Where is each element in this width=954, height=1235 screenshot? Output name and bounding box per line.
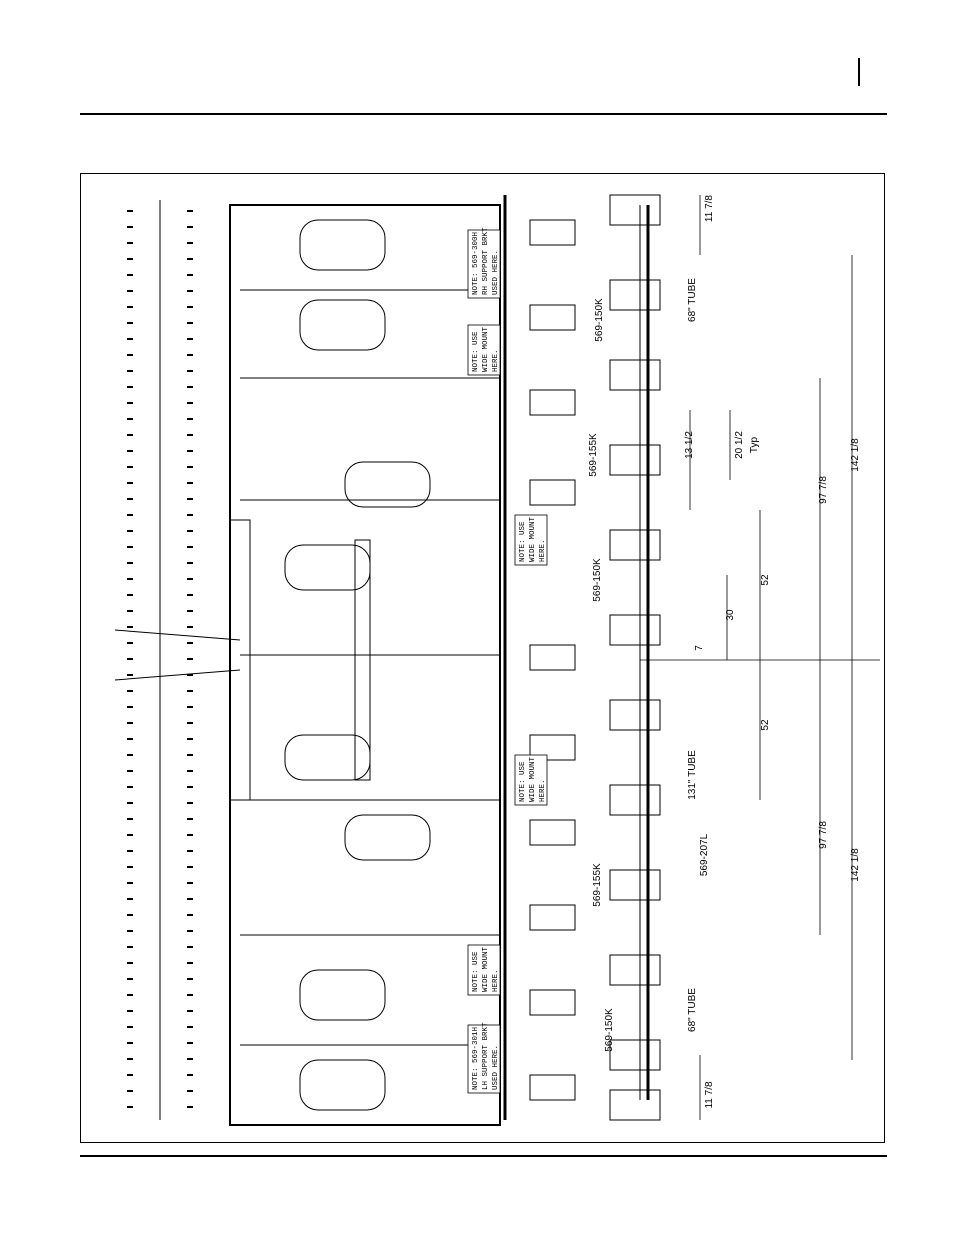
svg-text:NOTE: USE: NOTE: USE — [472, 331, 480, 372]
spring-10 — [529, 1074, 576, 1101]
tube-68-upper: 68" TUBE — [687, 278, 698, 322]
tire-3 — [344, 461, 431, 508]
part-callouts: 68" TUBE 131" TUBE 68" TUBE 569-150K 569… — [588, 278, 710, 1052]
part-569-207L: 569-207L — [699, 833, 710, 876]
svg-text:WIDE MOUNT: WIDE MOUNT — [482, 946, 490, 992]
svg-text:USED HERE.: USED HERE. — [492, 250, 500, 295]
tire-6 — [344, 814, 431, 861]
opener-4 — [609, 444, 661, 476]
opener-9 — [609, 869, 661, 901]
spring-4 — [529, 479, 576, 506]
dim-142-1-8-upper: 142 1/8 — [850, 438, 861, 472]
dim-13-1-2: 13 1/2 — [684, 431, 695, 459]
svg-text:NOTE: 569-300H: NOTE: 569-300H — [472, 232, 480, 295]
svg-text:NOTE: USE: NOTE: USE — [519, 521, 527, 562]
svg-text:NOTE: USE: NOTE: USE — [472, 951, 480, 992]
opener-5 — [609, 529, 661, 561]
svg-text:NOTE: USE: NOTE: USE — [519, 761, 527, 802]
dim-52-upper: 52 — [760, 574, 771, 586]
svg-text:WIDE MOUNT: WIDE MOUNT — [529, 756, 537, 802]
tire-8 — [299, 1059, 386, 1111]
spring-1 — [529, 219, 576, 246]
svg-text:USED HERE.: USED HERE. — [492, 1045, 500, 1090]
note-lh-support-brkt: NOTE: 569-301H LH SUPPORT BRKT USED HERE… — [467, 1022, 501, 1094]
svg-text:LH SUPPORT BRKT: LH SUPPORT BRKT — [482, 1022, 490, 1090]
note-wide-mount-2: NOTE: USE WIDE MOUNT HERE. — [514, 514, 548, 566]
tire-7 — [299, 969, 386, 1021]
part-569-155K-b: 569-155K — [592, 863, 603, 907]
hitch-line-2 — [114, 669, 241, 681]
svg-text:RH SUPPORT BRKT: RH SUPPORT BRKT — [482, 227, 490, 295]
dim-11-7-8-bottom: 11 7/8 — [704, 1081, 715, 1108]
header-rule — [80, 113, 887, 115]
svg-text:WIDE MOUNT: WIDE MOUNT — [529, 516, 537, 562]
opener-7 — [609, 699, 661, 731]
spring-6 — [529, 734, 576, 761]
drawing-notes: NOTE: 569-300H RH SUPPORT BRKT USED HERE… — [467, 227, 548, 1094]
part-569-155K-a: 569-155K — [588, 433, 599, 477]
machine-linework — [114, 194, 661, 1126]
spring-2 — [529, 304, 576, 331]
tire-2 — [299, 299, 386, 351]
note-wide-mount-3: NOTE: USE WIDE MOUNT HERE. — [514, 754, 548, 806]
tire-4 — [284, 544, 371, 591]
spring-8 — [529, 904, 576, 931]
spring-7 — [529, 819, 576, 846]
center-beam — [354, 539, 371, 781]
opener-10 — [609, 954, 661, 986]
opener-6 — [609, 614, 661, 646]
svg-text:HERE.: HERE. — [539, 779, 547, 802]
opener-2 — [609, 279, 661, 311]
dimension-lines — [640, 195, 880, 1120]
dim-97-7-8-upper: 97 7/8 — [818, 476, 829, 504]
part-569-150K-a: 569-150K — [594, 298, 605, 342]
note-wide-mount-4: NOTE: USE WIDE MOUNT HERE. — [467, 944, 501, 996]
opener-12 — [609, 1089, 661, 1121]
tube-68-lower: 68" TUBE — [687, 988, 698, 1032]
svg-text:HERE.: HERE. — [492, 969, 500, 992]
dim-11-7-8-top: 11 7/8 — [704, 195, 715, 222]
dim-20-1-2: 20 1/2 — [734, 431, 745, 459]
main-frame — [229, 204, 501, 1126]
hitch-line-1 — [114, 629, 241, 641]
note-rh-support-brkt: NOTE: 569-300H RH SUPPORT BRKT USED HERE… — [467, 227, 501, 299]
opener-11 — [609, 1039, 661, 1071]
svg-text:NOTE: 569-301H: NOTE: 569-301H — [472, 1027, 480, 1090]
dim-typ: Typ — [749, 437, 760, 454]
tire-1 — [299, 219, 386, 271]
dim-7: 7 — [694, 645, 705, 651]
svg-text:HERE.: HERE. — [539, 539, 547, 562]
tire-5 — [284, 734, 371, 781]
opener-3 — [609, 359, 661, 391]
dim-142-1-8-lower: 142 1/8 — [850, 848, 861, 882]
opener-1 — [609, 194, 661, 226]
dim-97-7-8-lower: 97 7/8 — [818, 821, 829, 849]
dim-30: 30 — [725, 609, 736, 621]
spring-9 — [529, 989, 576, 1016]
note-wide-mount-1: NOTE: USE WIDE MOUNT HERE. — [467, 324, 501, 376]
part-569-150K-c: 569-150K — [604, 1008, 615, 1052]
center-section — [229, 519, 251, 801]
svg-text:HERE.: HERE. — [492, 349, 500, 372]
dim-52-lower: 52 — [760, 719, 771, 731]
header-page-tick — [858, 58, 860, 86]
figure-frame — [80, 173, 885, 1143]
part-569-150K-b: 569-150K — [592, 558, 603, 602]
footer-rule — [80, 1155, 887, 1157]
svg-text:WIDE MOUNT: WIDE MOUNT — [482, 326, 490, 372]
dimension-labels: 11 7/8 142 1/8 97 7/8 20 1/2 Typ 13 1/2 … — [684, 195, 861, 1109]
spring-3 — [529, 389, 576, 416]
tube-131: 131" TUBE — [687, 750, 698, 800]
spring-5 — [529, 644, 576, 671]
opener-8 — [609, 784, 661, 816]
